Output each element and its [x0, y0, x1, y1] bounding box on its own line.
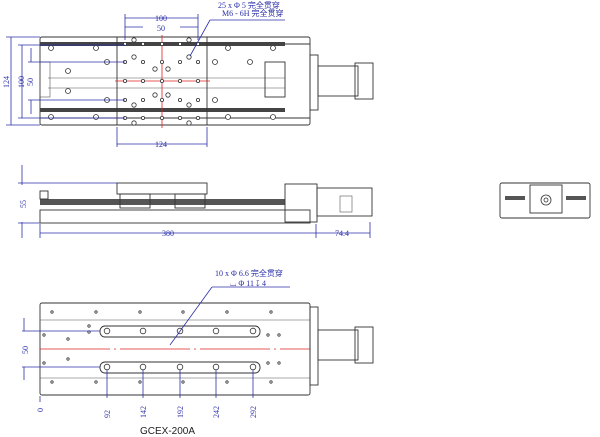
through-hole: [195, 116, 200, 121]
mount-hole: [65, 68, 71, 74]
small-hole: [138, 380, 142, 384]
mount-hole: [225, 114, 231, 120]
dim-74-4: 74.4: [335, 229, 349, 238]
through-hole: [177, 98, 182, 103]
end-view: [499, 182, 591, 219]
small-hole: [87, 324, 91, 328]
through-hole: [140, 79, 145, 84]
small-hole: [94, 380, 98, 384]
mount-hole: [48, 114, 54, 120]
bottom-callout-line1: 10 x Φ 6.6 完全贯穿: [215, 268, 283, 278]
through-hole: [177, 60, 182, 65]
threaded-hole: [131, 54, 137, 60]
small-hole: [181, 380, 185, 384]
counterbore-hole: [139, 363, 147, 371]
top-callout-line2: M6 - 6H 完全贯穿: [222, 8, 284, 18]
through-hole: [159, 42, 164, 47]
small-hole: [277, 361, 281, 365]
through-hole: [195, 98, 200, 103]
through-hole: [123, 79, 128, 84]
through-hole: [140, 116, 145, 121]
dim-124-carriage: 124: [155, 140, 167, 149]
threaded-hole: [186, 120, 192, 126]
position-label: 242: [212, 406, 221, 418]
through-hole: [159, 116, 164, 121]
counterbore-hole: [103, 327, 111, 335]
small-hole: [269, 380, 273, 384]
dim-100: 100: [155, 14, 167, 23]
threaded-hole: [131, 37, 137, 43]
bottom-view: 10 x Φ 6.6 完全贯穿 ⌴ Φ 11 ↧ 4 50 0 92 142 192 2…: [21, 268, 374, 418]
position-label: 292: [249, 406, 258, 418]
through-hole: [177, 116, 182, 121]
threaded-hole: [186, 37, 192, 43]
small-hole: [50, 310, 54, 314]
small-hole: [66, 337, 70, 341]
top-callout-line1: 25 x Φ 5 完全贯穿: [218, 0, 280, 10]
small-hole: [225, 310, 229, 314]
small-hole: [225, 380, 229, 384]
threaded-hole: [165, 92, 171, 98]
threaded-hole: [186, 102, 192, 108]
mount-hole: [48, 45, 54, 51]
dim-100-height: 100: [17, 76, 26, 88]
small-hole: [66, 357, 70, 361]
small-hole: [138, 310, 142, 314]
through-hole: [195, 60, 200, 65]
counterbore-hole: [249, 327, 257, 335]
model-title: GCEX-200A: [140, 426, 196, 437]
small-hole: [42, 361, 46, 365]
mount-hole: [212, 59, 218, 65]
small-hole: [50, 380, 54, 384]
dim-50-height: 50: [26, 78, 35, 86]
threaded-hole: [165, 66, 171, 72]
mount-hole: [93, 45, 99, 51]
position-label: 92: [103, 410, 112, 418]
through-hole: [177, 42, 182, 47]
through-hole: [140, 42, 145, 47]
mount-hole: [93, 114, 99, 120]
position-label: 0: [36, 408, 45, 412]
small-hole: [269, 310, 273, 314]
threaded-hole: [152, 66, 158, 72]
counterbore-hole: [176, 363, 184, 371]
dim-55: 55: [19, 200, 28, 208]
through-hole: [177, 79, 182, 84]
through-hole: [140, 60, 145, 65]
small-hole: [181, 310, 185, 314]
dim-124-height: 124: [2, 76, 11, 88]
top-view: 25 x Φ 5 完全贯穿 M6 - 6H 完全贯穿 100 50 124 12…: [2, 0, 374, 149]
counterbore-hole: [139, 327, 147, 335]
threaded-hole: [152, 92, 158, 98]
through-hole: [159, 79, 164, 84]
mount-hole: [225, 45, 231, 51]
small-hole: [94, 310, 98, 314]
through-hole: [159, 98, 164, 103]
mount-hole: [270, 45, 276, 51]
threaded-hole: [131, 102, 137, 108]
mount-hole: [65, 88, 71, 94]
counterbore-hole: [103, 363, 111, 371]
small-hole: [266, 333, 270, 337]
threaded-hole: [131, 120, 137, 126]
through-hole: [159, 60, 164, 65]
dim-50-bottom: 50: [21, 346, 30, 354]
small-hole: [42, 333, 46, 337]
counterbore-hole: [249, 363, 257, 371]
counterbore-hole: [212, 363, 220, 371]
position-label: 192: [176, 406, 185, 418]
through-hole: [140, 98, 145, 103]
mount-hole: [247, 59, 253, 65]
small-hole: [277, 333, 281, 337]
bottom-callout-line2: ⌴ Φ 11 ↧ 4: [230, 279, 266, 288]
through-hole: [195, 79, 200, 84]
mount-hole: [270, 114, 276, 120]
position-label: 142: [139, 406, 148, 418]
side-view: 55 380 74.4: [18, 165, 373, 238]
dim-50: 50: [157, 24, 165, 33]
mount-hole: [212, 97, 218, 103]
small-hole: [266, 361, 270, 365]
dim-380: 380: [162, 229, 174, 238]
counterbore-hole: [212, 327, 220, 335]
